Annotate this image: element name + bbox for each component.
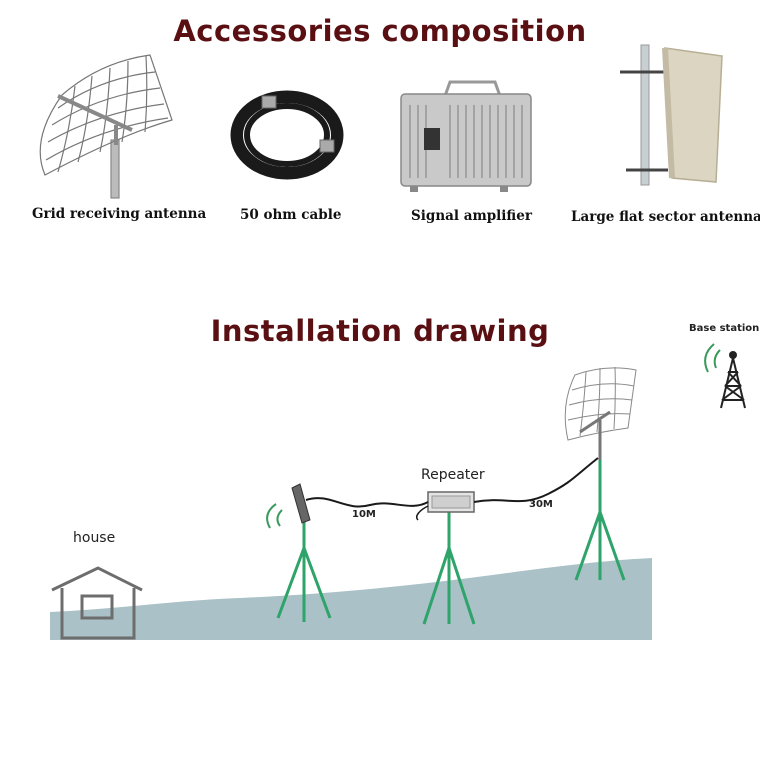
indoor-signal-arcs-icon	[266, 503, 283, 529]
ground-hill	[50, 558, 652, 640]
panel-antenna-icon	[291, 483, 311, 524]
amplifier-box-icon	[400, 80, 532, 192]
label-cable-10m: 10M	[352, 509, 376, 520]
label-repeater: Repeater	[421, 467, 485, 483]
cable-link	[416, 505, 429, 521]
caption-amplifier: Signal amplifier	[411, 208, 532, 224]
installation-title: Installation drawing	[210, 314, 550, 348]
outdoor-antenna-mast	[574, 458, 626, 581]
caption-sector-antenna: Large flat sector antenna	[571, 209, 760, 225]
outdoor-grid-antenna-icon	[564, 366, 637, 460]
repeater-mast	[422, 512, 476, 625]
cable-coil-icon	[230, 90, 344, 180]
indoor-antenna-mast	[276, 520, 332, 622]
cable-10m	[305, 497, 429, 508]
cable-30m	[473, 457, 599, 503]
grid-antenna-icon	[39, 54, 173, 199]
caption-grid-antenna: Grid receiving antenna	[32, 206, 207, 222]
label-base-station: Base station	[689, 323, 760, 334]
label-cable-30m: 30M	[529, 499, 553, 510]
label-house: house	[73, 530, 116, 546]
base-signal-arcs-icon	[704, 343, 721, 373]
sector-antenna-icon	[620, 44, 723, 186]
repeater-icon	[427, 491, 475, 513]
caption-cable: 50 ohm cable	[240, 207, 342, 223]
base-station-tower-icon	[720, 351, 746, 409]
accessories-title: Accessories composition	[173, 14, 587, 48]
house-icon	[51, 566, 143, 640]
